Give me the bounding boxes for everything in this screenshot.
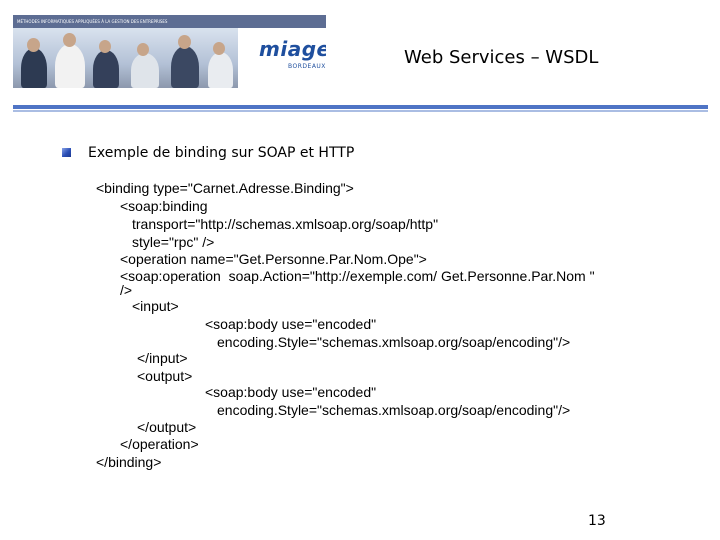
code-line: encoding.Style="schemas.xmlsoap.org/soap… xyxy=(217,402,571,418)
code-line: <soap:body use="encoded" xyxy=(205,316,377,332)
code-line: <binding type="Carnet.Adresse.Binding"> xyxy=(96,180,354,196)
header-banner-image: MÉTHODES INFORMATIQUES APPLIQUÉES À LA G… xyxy=(13,15,326,88)
meeting-photo xyxy=(13,28,238,88)
code-line: /> xyxy=(120,282,133,298)
code-line: <soap:operation soap.Action="http://exem… xyxy=(120,268,595,284)
code-line: <soap:binding xyxy=(120,198,208,214)
code-line: <operation name="Get.Personne.Par.Nom.Op… xyxy=(120,251,427,267)
title-rule-shadow xyxy=(13,110,708,112)
code-line: <input> xyxy=(132,298,179,314)
code-line: </operation> xyxy=(120,436,199,452)
code-line: encoding.Style="schemas.xmlsoap.org/soap… xyxy=(217,334,571,350)
code-line: </binding> xyxy=(96,454,162,470)
code-line: transport="http://schemas.xmlsoap.org/so… xyxy=(132,216,439,232)
code-line: style="rpc" /> xyxy=(132,234,215,250)
slide-title: Web Services – WSDL xyxy=(404,47,599,68)
bullet-square-icon xyxy=(62,148,71,157)
page-number: 13 xyxy=(588,513,606,529)
code-line: </output> xyxy=(137,419,197,435)
banner-strip: MÉTHODES INFORMATIQUES APPLIQUÉES À LA G… xyxy=(13,15,326,28)
code-line: <soap:body use="encoded" xyxy=(205,384,377,400)
title-rule xyxy=(13,105,708,109)
code-line: <output> xyxy=(137,368,193,384)
code-line: </input> xyxy=(137,350,188,366)
bullet-text: Exemple de binding sur SOAP et HTTP xyxy=(88,145,355,161)
logo-subtext: BORDEAUX xyxy=(288,63,326,70)
miage-logo: miage xyxy=(259,37,326,61)
